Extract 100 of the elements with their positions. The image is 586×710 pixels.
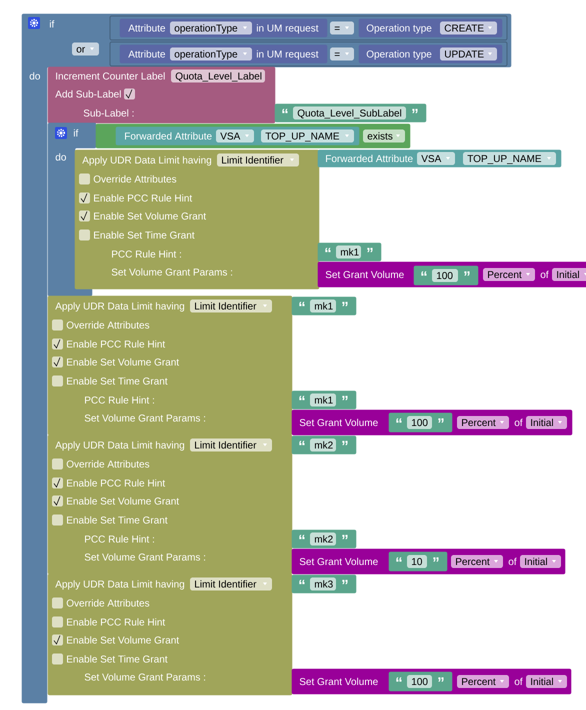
text-block [292,530,356,548]
dropdown-field: Initial [552,268,586,281]
block-label: Enable Set Volume Grant [94,212,206,220]
text-block [414,266,478,286]
dropdown-field: CREATE [440,22,497,34]
block-label: Apply UDR Data Limit having [55,441,184,451]
dropdown-field: operationType [170,22,252,34]
dropdown-field: TOP_UP_NAME [463,152,556,165]
text-field: mk1 [336,246,361,258]
limit-block [48,434,292,574]
quote-mark: “ [282,108,288,114]
dropdown-field: TOP_UP_NAME [261,130,354,142]
dropdown-field: Limit Identifier [190,578,272,590]
text-field: Quota_Level_Label [171,70,265,82]
text-field: 10 [407,555,427,568]
block-label: Attribute [128,50,166,58]
block-label: Forwarded Attribute [326,154,413,162]
block-label: PCC Rule Hint : [112,250,181,258]
text-block [388,552,448,572]
block-label: Enable PCC Rule Hint [67,340,166,348]
quote-mark: “ [325,248,330,252]
block-label: Set Volume Grant Params : [84,673,206,681]
block-label: in UM request [256,50,318,60]
attribute-block [120,44,328,64]
grant-volume-block [292,548,566,574]
dropdown-field: or [72,42,99,56]
keyword-label: do [30,72,40,80]
dropdown-field: Percent [483,268,535,281]
block-label: Override Attributes [94,175,176,183]
block-label: Set Volume Grant Params : [112,268,232,276]
quote-mark: ” [464,271,470,276]
block-label: Enable PCC Rule Hint [67,618,166,626]
limit-block [48,296,292,436]
dropdown-field: VSA [216,130,254,142]
dropdown-field: Initial [526,416,567,429]
grant-volume-block [292,410,572,436]
text-field: mk2 [310,532,336,546]
text-block [292,296,356,316]
block-label: Set Grant Volume [300,678,378,686]
quote-mark: ” [342,580,348,584]
block-label: Enable Set Volume Grant [67,636,180,644]
keyword-label: if [74,129,78,136]
quote-mark: “ [396,557,402,562]
compare-block [110,16,508,40]
counter-block [48,66,276,124]
quote-mark: “ [396,418,402,423]
block-label: Enable Set Time Grant [67,516,168,524]
compare-block [110,42,508,66]
grant-volume-block [318,262,586,288]
dropdown-field: Limit Identifier [190,438,272,452]
text-field: 100 [407,416,432,429]
text-block [388,672,452,692]
dropdown-field: Percent [451,555,503,568]
text-block [318,242,382,262]
quote-mark: “ [299,534,304,540]
text-block [292,436,356,454]
block-label: Set Volume Grant Params : [84,414,206,422]
forwarded-attribute-block [116,126,360,146]
quote-mark: ” [438,677,444,682]
dropdown-field: VSA [417,152,455,165]
block-label: in UM request [256,24,318,34]
dropdown-field: Percent [457,416,509,429]
dropdown-field: exists [363,130,405,142]
dropdown-field: Limit Identifier [217,154,299,166]
dropdown-field: operationType [170,48,252,60]
block-label: Sub-Label : [84,109,134,117]
quote-mark: “ [299,440,304,446]
block-label: Override Attributes [66,321,150,329]
attribute-block [120,18,328,38]
block-label: Operation type [366,50,432,60]
quote-mark: ” [342,534,348,540]
block-label: Enable Set Time Grant [67,377,168,385]
block-label: of [514,418,523,426]
quote-mark: ” [342,302,348,306]
text-block [274,104,426,122]
quote-mark: ” [342,396,348,400]
block-label: Enable PCC Rule Hint [67,479,166,487]
text-field: 100 [432,269,458,282]
block-label: of [540,270,549,278]
quote-mark: “ [299,396,304,400]
block-label: PCC Rule Hint : [85,396,154,404]
quote-mark: “ [396,677,402,682]
text-field: mk1 [310,394,336,406]
block-label: Apply UDR Data Limit having [55,580,184,590]
quote-mark: ” [433,557,438,562]
limit-block [74,150,320,290]
keyword-label: if [50,20,54,28]
quote-mark: ” [412,108,418,114]
dropdown-field: Limit Identifier [190,300,272,312]
block-label: Apply UDR Data Limit having [82,156,212,166]
block-label: Set Grant Volume [300,558,378,566]
dropdown-field: Initial [526,675,567,688]
keyword-label: do [56,153,66,161]
block-label: Forwarded Attribute [125,132,212,140]
quote-mark: “ [299,580,304,584]
block-label: Set Volume Grant Params : [84,553,206,561]
block-label: Enable Set Volume Grant [67,497,180,505]
block-label: Enable Set Time Grant [67,655,168,663]
block-label: Override Attributes [66,460,150,468]
block-label: Enable Set Time Grant [94,231,195,239]
